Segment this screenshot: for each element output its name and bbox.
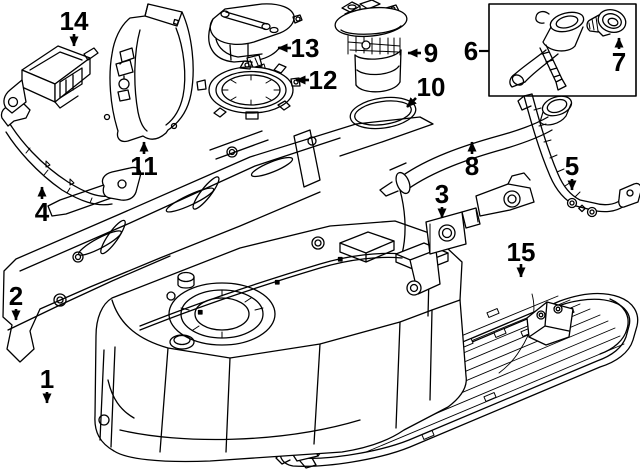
callout-15-label: 15 (507, 237, 536, 267)
callout-1[interactable]: 1 (40, 364, 54, 404)
callout-7[interactable]: 7 (612, 37, 626, 77)
callout-11[interactable]: 11 (130, 141, 158, 181)
callout-3[interactable]: 3 (435, 179, 449, 219)
support-bracket (426, 173, 534, 254)
callout-13-label: 13 (291, 33, 320, 63)
callout-6-label: 6 (464, 36, 478, 66)
callout-10[interactable]: 10 (406, 72, 446, 108)
callout-12[interactable]: 12 (295, 65, 338, 95)
callout-11-label: 11 (130, 151, 158, 181)
callout-2[interactable]: 2 (9, 281, 23, 321)
callout-8[interactable]: 8 (465, 141, 479, 181)
callout-5-label: 5 (565, 151, 579, 181)
filler-hose (380, 93, 574, 196)
callout-9[interactable]: 9 (407, 38, 438, 68)
filler-pipe (510, 9, 586, 90)
callout-14[interactable]: 14 (60, 6, 89, 47)
callouts: 1 2 3 4 5 6 7 8 (9, 6, 626, 404)
pump-seal-oring (348, 94, 418, 133)
callout-13[interactable]: 13 (277, 33, 320, 63)
callout-4[interactable]: 4 (35, 186, 50, 227)
callout-5[interactable]: 5 (565, 151, 579, 191)
callout-10-label: 10 (417, 72, 446, 102)
callout-14-label: 14 (60, 6, 89, 36)
fuel-tank (95, 190, 466, 462)
callout-3-label: 3 (435, 179, 449, 209)
fuel-cap (587, 6, 629, 36)
fuel-pump-module (334, 0, 409, 92)
callout-6[interactable]: 6 (464, 36, 489, 66)
fuel-pump-relay (4, 46, 98, 113)
callout-1-label: 1 (40, 364, 54, 394)
callout-7-label: 7 (612, 47, 626, 77)
callout-9-label: 9 (424, 38, 438, 68)
callout-4-label: 4 (35, 197, 50, 227)
pump-cover (209, 4, 302, 74)
callout-12-label: 12 (309, 65, 338, 95)
lock-ring (197, 61, 300, 119)
callout-15[interactable]: 15 (507, 237, 536, 278)
callout-8-label: 8 (465, 151, 479, 181)
heat-shield (105, 4, 194, 141)
callout-2-label: 2 (9, 281, 23, 311)
tank-strap-rear (518, 94, 640, 217)
frame-crossmember (3, 117, 433, 362)
